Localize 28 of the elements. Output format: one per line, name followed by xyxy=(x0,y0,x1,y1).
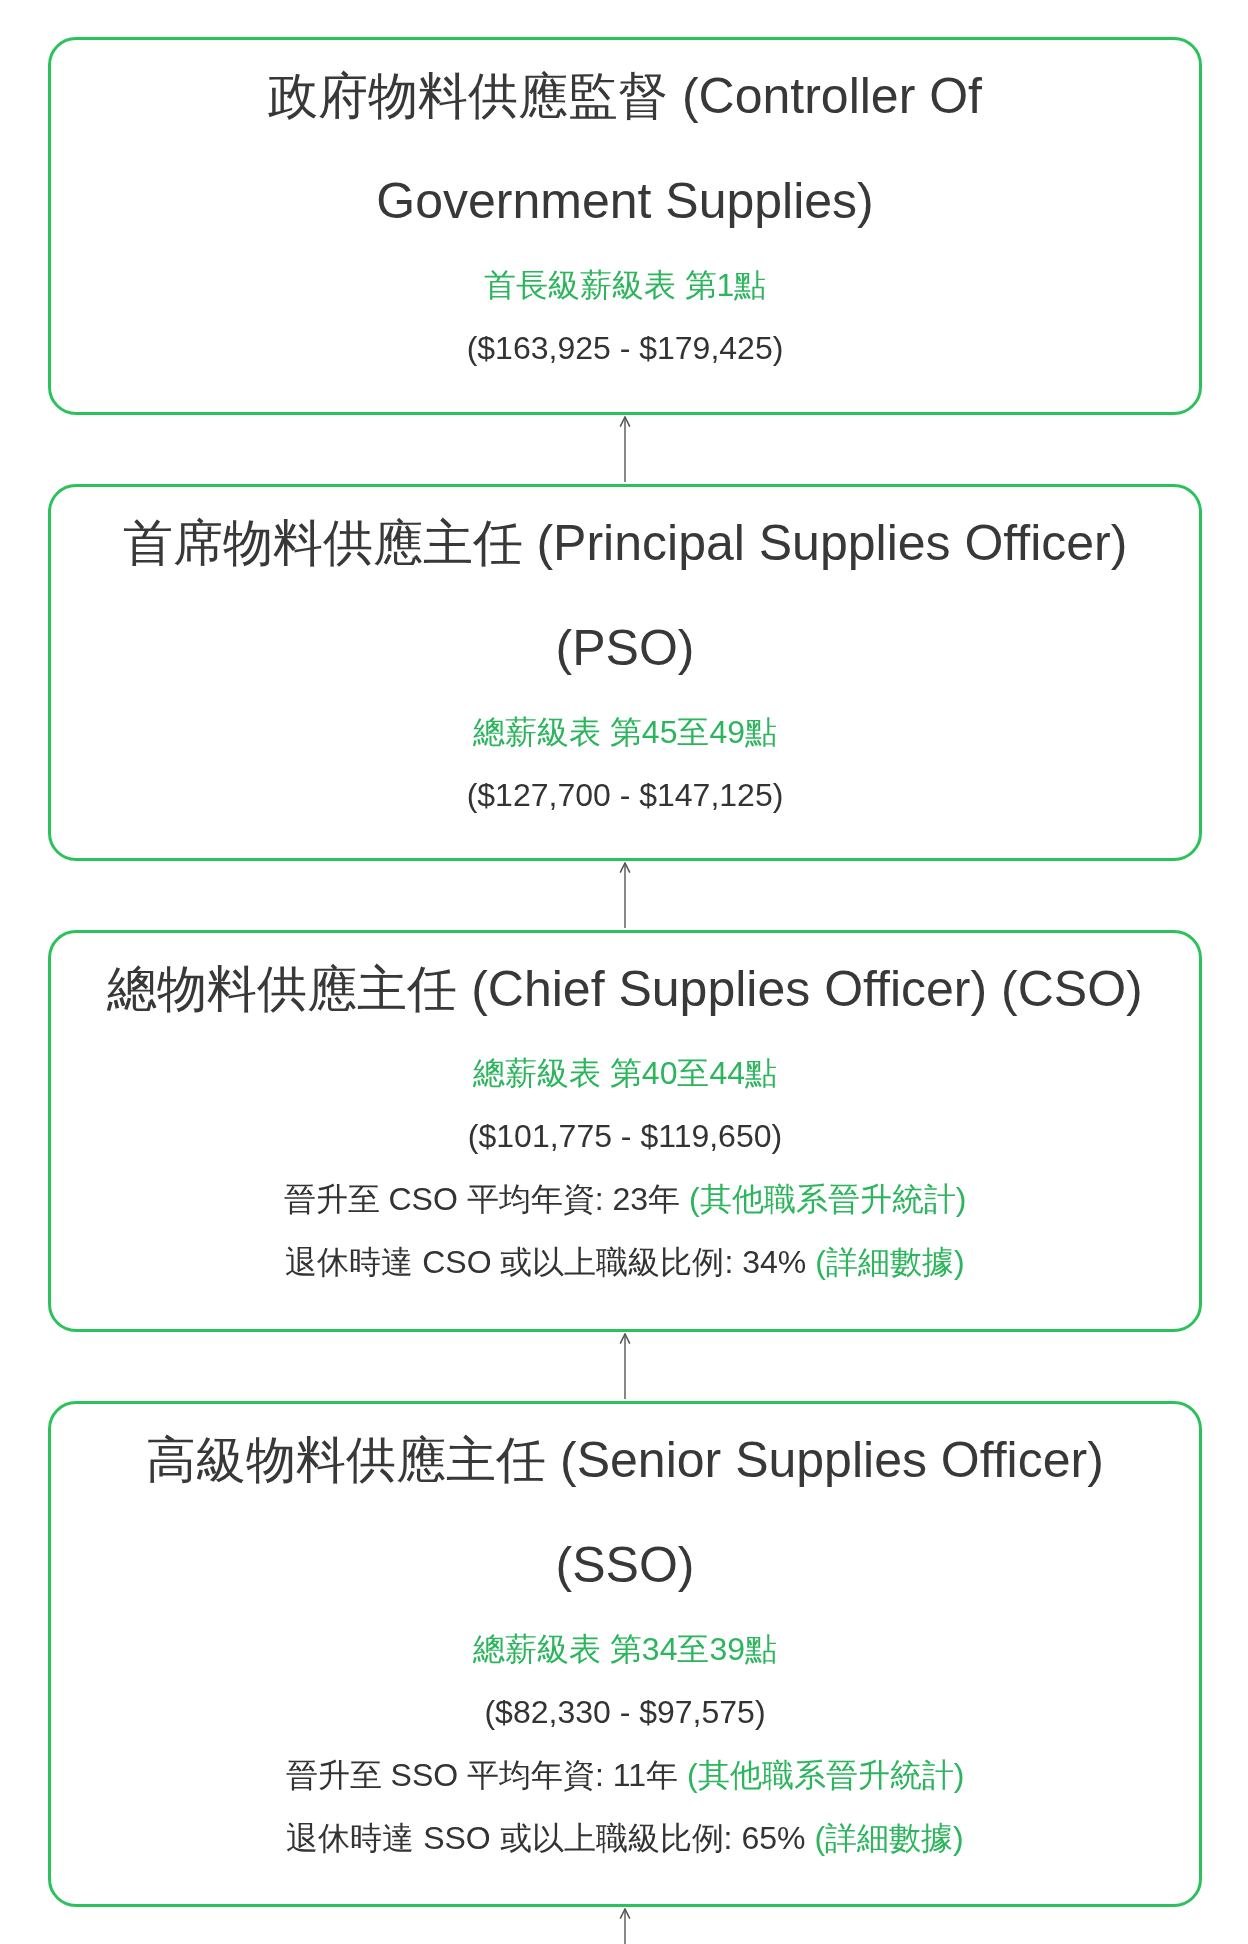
arrow xyxy=(619,862,631,929)
rank-box xyxy=(48,930,1202,1332)
arrow xyxy=(619,1908,631,1944)
rank-title: 總物料供應主任 (Chief Supplies Officer) (CSO) xyxy=(107,960,1143,1019)
salary-range-text: ($82,330 - $97,575) xyxy=(484,1693,766,1732)
pay-scale-text: 首長級薪級表 第1點 xyxy=(483,266,767,305)
rank-box xyxy=(48,484,1202,861)
salary-range-text: ($101,775 - $119,650) xyxy=(467,1117,783,1156)
pay-scale-text: 總薪級表 第45至49點 xyxy=(472,713,778,752)
rank-title: 首席物料供應主任 (Principal Supplies Officer) (PSO) xyxy=(121,514,1129,678)
statistics-link: (其他職系晉升統計) xyxy=(687,1756,965,1795)
rank-box xyxy=(48,37,1202,415)
pay-scale-text: 總薪級表 第40至44點 xyxy=(472,1054,778,1093)
statistic-text: 退休時達 SSO 或以上職級比例: 65% xyxy=(286,1819,806,1858)
rank-title: 高級物料供應主任 (Senior Supplies Officer) (SSO) xyxy=(145,1431,1105,1595)
arrow xyxy=(619,416,631,483)
salary-range-text: ($163,925 - $179,425) xyxy=(466,329,784,368)
arrow xyxy=(619,1333,631,1400)
statistics-link: (其他職系晉升統計) xyxy=(689,1180,967,1219)
statistic-text: 晉升至 SSO 平均年資: 11年 xyxy=(285,1756,678,1795)
pay-scale-text: 總薪級表 第34至39點 xyxy=(472,1630,778,1669)
rank-box xyxy=(48,1401,1202,1907)
statistics-link: (詳細數據) xyxy=(815,1243,965,1282)
statistic-text: 退休時達 CSO 或以上職級比例: 34% xyxy=(285,1243,807,1282)
statistics-link: (詳細數據) xyxy=(814,1819,964,1858)
salary-range-text: ($127,700 - $147,125) xyxy=(466,776,784,815)
rank-title: 政府物料供應監督 (Controller Of Government Supplies) xyxy=(267,67,983,231)
statistic-text: 晉升至 CSO 平均年資: 23年 xyxy=(283,1180,681,1219)
